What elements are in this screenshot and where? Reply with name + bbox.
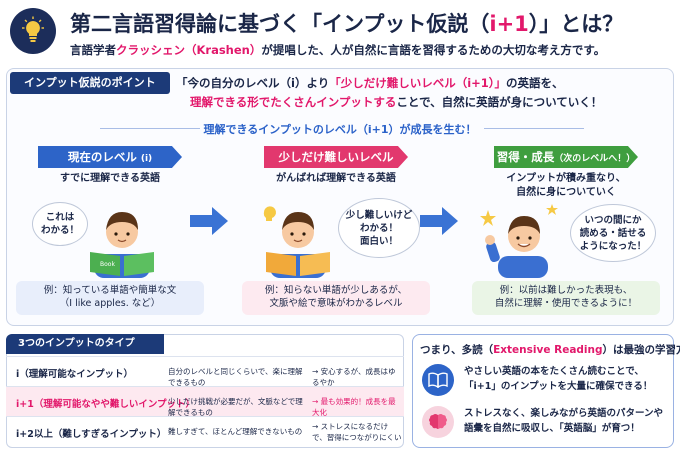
stage-current-level: 現在のレベル (i) すでに理解できる英語 Book これは わかる！ 例：知っ…	[10, 146, 210, 321]
divider	[100, 128, 200, 129]
summary-title: つまり、多読（Extensive Reading）は最強の学習方法！	[420, 344, 680, 356]
page-title: 第二言語習得論に基づく「インプット仮説（i+1）」とは？	[70, 12, 624, 36]
header: 第二言語習得論に基づく「インプット仮説（i+1）」とは？ 言語学者クラッシェン（…	[10, 6, 670, 62]
stage-heading: 現在のレベル (i)	[38, 146, 182, 168]
stage-example: 例：以前は難しかった表現も、自然に理解・使用できるように！	[472, 281, 660, 315]
stage-example: 例：知っている単語や簡単な文（I like apples. など）	[16, 281, 204, 315]
boy-cheering-illustration	[480, 204, 558, 278]
svg-text:Book: Book	[100, 261, 115, 268]
point-tag: インプット仮説のポイント	[10, 72, 170, 94]
summary-item: やさしい英語の本をたくさん読むことで、「i+1」のインプットを大量に確保できる！	[418, 362, 670, 400]
boy-reading-illustration: Book	[90, 212, 154, 278]
divider	[484, 128, 584, 129]
page-subtitle: 言語学者クラッシェン（Krashen）が提唱した、人が自然に言語を習得するための…	[70, 43, 606, 57]
stage-growth: 習得・成長（次のレベルへ！） インプットが積み重なり、 自然に身についていく い…	[466, 146, 666, 321]
summary-panel	[412, 334, 674, 448]
arrow-right-icon	[420, 207, 458, 235]
stage-description: がんばれば理解できる英語	[276, 173, 396, 184]
flow-title: 理解できるインプットのレベル（i+1）が成長を生む！	[203, 123, 477, 136]
point-text: 「今の自分のレベル（i）より「少しだけ難しいレベル（i+1）」の英語を、 理解で…	[176, 76, 603, 109]
summary-item: ストレスなく、楽しみながら英語のパターンや語彙を自然に吸収し、「英語脳」が育つ！	[418, 404, 670, 442]
stage-description: すでに理解できる英語	[60, 173, 160, 184]
speech-bubble: これは わかる！	[32, 202, 88, 246]
table-row: i+2以上（難しすぎるインプット） 難しすぎて、ほとんど理解できないもの → ス…	[6, 416, 404, 447]
speech-bubble: 少し難しいけど わかる！ 面白い！	[338, 198, 420, 258]
speech-bubble: いつの間にか 読める・話せる ようになった！	[570, 204, 656, 262]
stage-heading: 習得・成長（次のレベルへ！）	[494, 146, 638, 168]
table-row: i+1（理解可能なやや難しいインプット） 少しだけ挑戦が必要だが、文脈などで理解…	[6, 386, 404, 417]
stage-i-plus-one: 少しだけ難しいレベル (i+1) がんばれば理解できる英語 少し難しいけど わか…	[236, 146, 436, 321]
book-icon	[422, 364, 454, 396]
stage-heading: 少しだけ難しいレベル (i+1)	[264, 146, 408, 168]
table-row: i（理解可能なインプット） 自分のレベルと同じくらいで、楽に理解できるもの → …	[6, 356, 404, 387]
stage-description: インプットが積み重なり、 自然に身についていく	[506, 173, 626, 198]
arrow-right-icon	[190, 207, 228, 235]
input-types-tag: 3つのインプットのタイプ	[6, 334, 164, 354]
boy-reading-illustration	[263, 206, 330, 278]
lightbulb-icon	[10, 8, 56, 54]
stage-example: 例：知らない単語が少しあるが、文脈や絵で意味がわかるレベル	[242, 281, 430, 315]
brain-icon	[422, 406, 454, 438]
